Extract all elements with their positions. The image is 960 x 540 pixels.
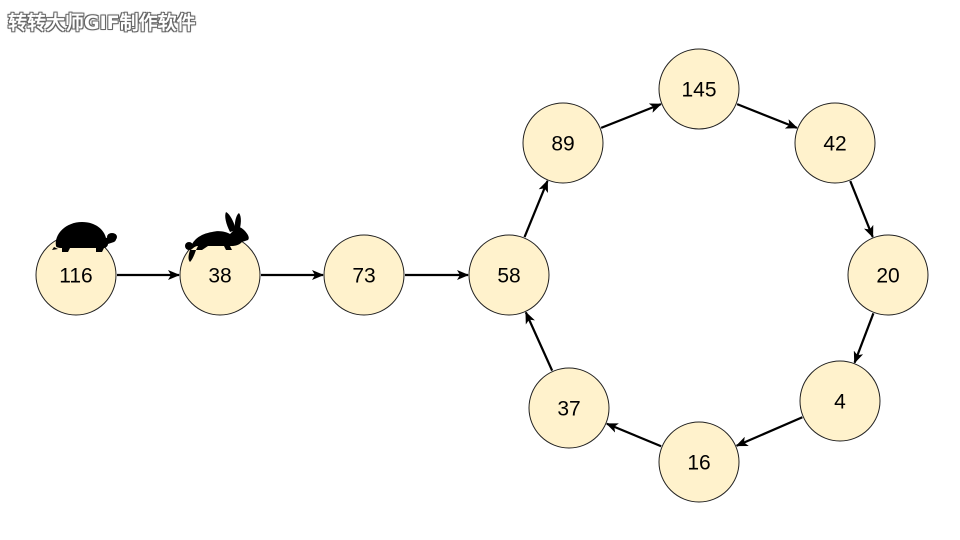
edge-arrow-16-to-37 — [605, 422, 662, 448]
edge-arrow-20-to-4 — [853, 312, 875, 364]
nodes: 116 38 73 58 89 145 42 20 4 16 37 — [35, 48, 929, 503]
tortoise-icon — [52, 222, 117, 252]
rabbit-icon — [185, 212, 249, 262]
node-circle — [528, 367, 610, 449]
node-circle — [847, 234, 929, 316]
node-circle — [658, 421, 740, 503]
node-37: 37 — [528, 367, 610, 449]
node-label: 20 — [876, 265, 899, 288]
node-circle — [799, 360, 881, 442]
node-label: 37 — [557, 398, 580, 421]
watermark-text: 转转大师GIF制作软件 — [8, 12, 196, 34]
node-circle — [658, 48, 740, 130]
node-label: 42 — [823, 133, 846, 156]
node-38: 38 — [179, 234, 261, 316]
node-4: 4 — [799, 360, 881, 442]
node-label: 89 — [551, 133, 574, 156]
markers — [52, 212, 249, 262]
edge-arrow-37-to-58 — [524, 311, 554, 372]
node-circle — [468, 234, 550, 316]
node-116: 116 — [35, 234, 117, 316]
node-145: 145 — [658, 48, 740, 130]
node-16: 16 — [658, 421, 740, 503]
node-42: 42 — [794, 102, 876, 184]
node-label: 116 — [59, 265, 92, 288]
edges — [117, 103, 875, 448]
node-label: 4 — [834, 391, 846, 414]
edge-arrow-58-to-89 — [523, 180, 549, 238]
node-58: 58 — [468, 234, 550, 316]
edge-arrow-4-to-16 — [735, 416, 803, 447]
node-circle — [522, 102, 604, 184]
node-89: 89 — [522, 102, 604, 184]
edge-arrow-89-to-145 — [600, 103, 662, 129]
node-20: 20 — [847, 234, 929, 316]
node-label: 16 — [687, 452, 710, 475]
node-circle — [794, 102, 876, 184]
node-label: 58 — [497, 265, 520, 288]
node-label: 145 — [681, 79, 716, 102]
node-circle — [323, 234, 405, 316]
node-label: 73 — [352, 265, 375, 288]
node-73: 73 — [323, 234, 405, 316]
node-label: 38 — [208, 265, 231, 288]
edge-arrow-42-to-20 — [849, 180, 874, 238]
edge-arrow-145-to-42 — [736, 103, 798, 129]
